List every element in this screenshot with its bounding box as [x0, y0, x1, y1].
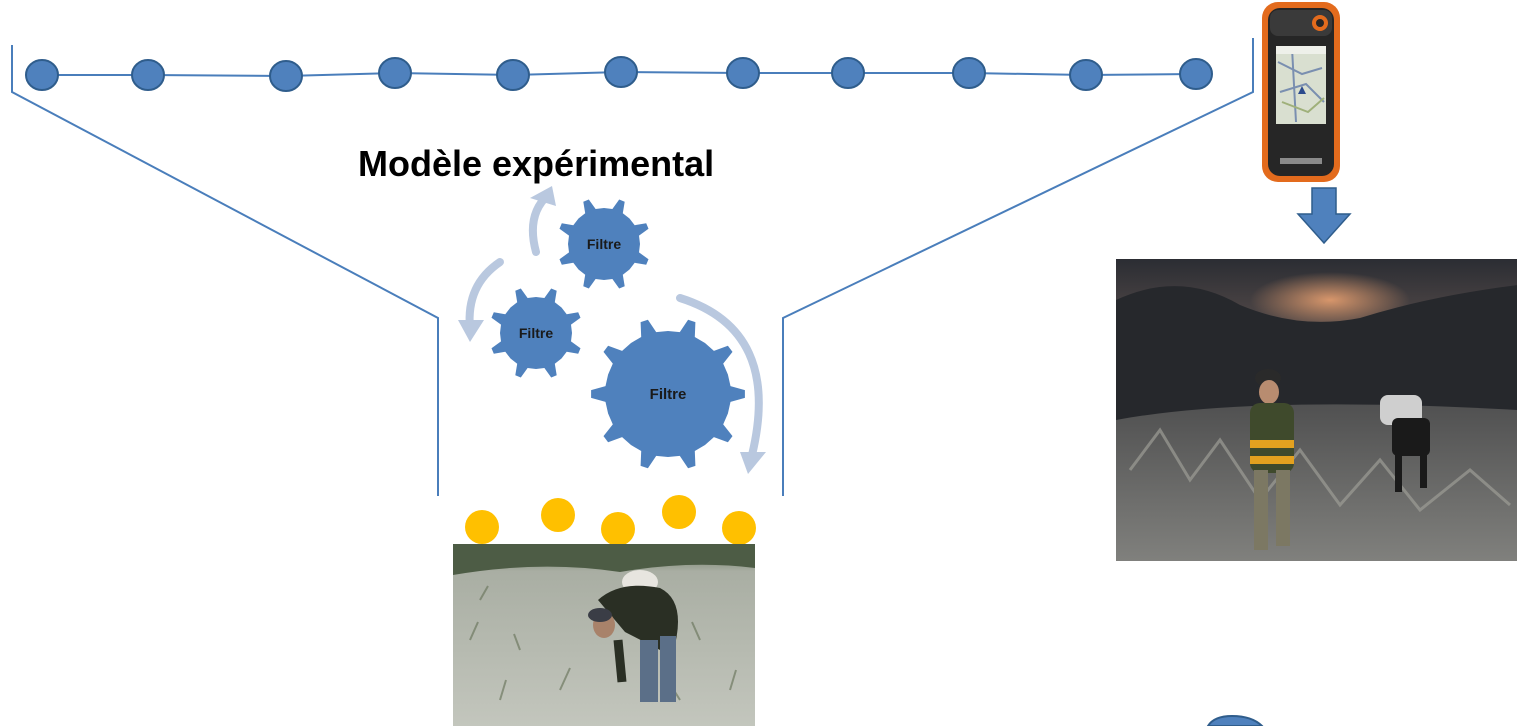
- funnel-outline: [11, 38, 1254, 496]
- gear-shape: [591, 319, 745, 469]
- track-point: [604, 56, 638, 88]
- track-point: [269, 60, 303, 92]
- cycle-arrow-icon: [528, 191, 552, 256]
- gps-track: [25, 56, 1213, 92]
- track-point: [378, 57, 412, 89]
- track-point: [496, 59, 530, 91]
- gps-device-icon: [1262, 2, 1340, 182]
- sample-dot: [541, 498, 575, 532]
- sample-dot: [722, 511, 756, 545]
- cycle-arrowheads: [458, 186, 766, 474]
- track-point: [25, 59, 59, 91]
- night-walk-photo: [1116, 259, 1517, 561]
- gear-icon: Filtre: [559, 199, 649, 289]
- cycle-arrow-icon: [740, 452, 766, 474]
- gear-icon: Filtre: [491, 288, 581, 378]
- partial-shape: [1206, 714, 1264, 726]
- gear-label: Filtre: [519, 325, 553, 341]
- funnel-right-line: [782, 38, 1254, 496]
- track-point: [952, 57, 986, 89]
- track-point: [726, 57, 760, 89]
- track-point: [1179, 58, 1213, 90]
- cycle-arrow-icon: [676, 294, 763, 459]
- funnel-left-line: [11, 45, 439, 496]
- gear-label: Filtre: [650, 386, 687, 403]
- down-arrow-icon: [1296, 187, 1352, 245]
- sample-dot: [662, 495, 696, 529]
- gear-icon: Filtre: [591, 319, 745, 469]
- diagram-title: Modèle expérimental: [358, 143, 715, 184]
- gear-shape: [559, 199, 649, 289]
- track-point: [131, 59, 165, 91]
- track-point: [1069, 59, 1103, 91]
- track-point: [831, 57, 865, 89]
- sample-dot: [601, 512, 635, 546]
- sample-dots: [465, 495, 756, 546]
- field-sampling-photo: [453, 544, 755, 726]
- cycle-arrow-icon: [458, 320, 484, 342]
- sample-dot: [465, 510, 499, 544]
- gear-shape: [491, 288, 581, 378]
- gear-label: Filtre: [587, 236, 621, 252]
- cycle-arrow-icon: [530, 186, 556, 206]
